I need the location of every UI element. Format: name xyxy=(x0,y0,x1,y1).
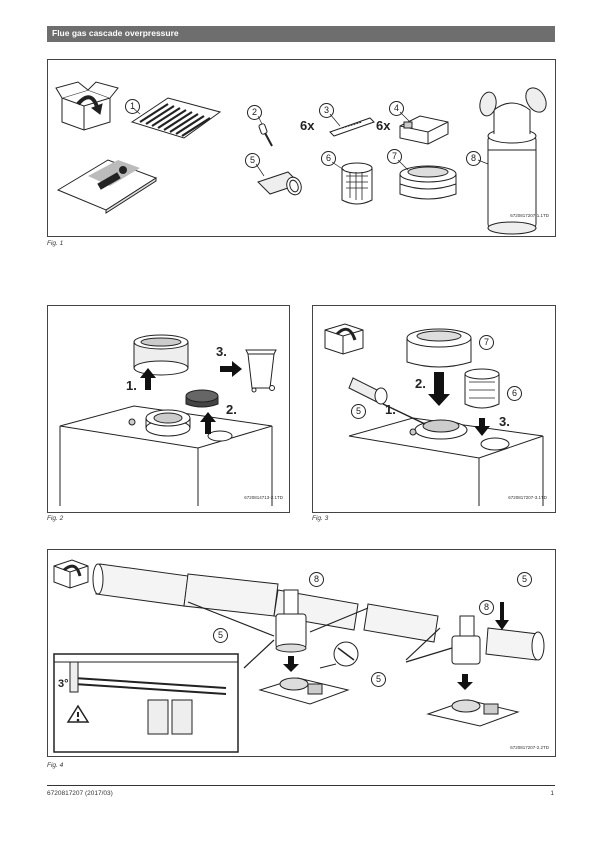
screw-icon xyxy=(258,123,273,147)
step-2: 2. xyxy=(415,376,426,391)
filter-part xyxy=(464,368,500,409)
step-1: 1. xyxy=(126,378,137,393)
figure-3-panel: 2. 1. 3. 7 6 5 6720817207-3.1TD xyxy=(312,305,556,513)
base-right xyxy=(426,699,520,727)
figure-3-caption: Fig. 3 xyxy=(312,515,329,522)
sleeve-part xyxy=(348,377,388,405)
callout-5: 5 xyxy=(351,404,366,419)
figure-2-illustration xyxy=(59,334,277,506)
callout-6: 6 xyxy=(321,151,336,166)
base-left xyxy=(258,677,350,705)
clip-block-icon xyxy=(399,115,449,145)
figure-4-caption: Fig. 4 xyxy=(47,762,64,769)
callout-1: 1 xyxy=(125,99,140,114)
figure-1-panel: 1 2 3 4 5 6 7 8 6x 6x 6720817207-1.1TD xyxy=(47,59,556,237)
figure-1-caption: Fig. 1 xyxy=(47,240,64,247)
figure-4-panel: 8 5 8 5 5 3° 6720817207-2.2TD xyxy=(47,549,556,757)
callout-5: 5 xyxy=(245,153,260,168)
callout-7: 7 xyxy=(479,335,494,350)
figure-3-illustration xyxy=(324,323,544,506)
callout-7: 7 xyxy=(387,149,402,164)
manual-icon xyxy=(56,159,158,214)
package-icon xyxy=(324,323,364,355)
cap-part xyxy=(406,328,472,368)
figure-2-caption: Fig. 2 xyxy=(47,515,64,522)
step-2: 2. xyxy=(226,402,237,417)
figure-code: 6720817207-3.1TD xyxy=(508,495,547,500)
callout-5-right: 5 xyxy=(517,572,532,587)
pipe-elbow-icon xyxy=(479,87,547,235)
pipe-run xyxy=(92,563,545,661)
step-3: 3. xyxy=(216,344,227,359)
page-number: 1 xyxy=(550,790,554,797)
sealing-strip-icon xyxy=(329,117,375,137)
footer-divider xyxy=(47,785,555,786)
callout-8-left: 8 xyxy=(309,572,324,587)
magnifier xyxy=(319,641,359,669)
callout-8-right: 8 xyxy=(479,600,494,615)
document-number: 6720817207 (2017/03) xyxy=(47,790,113,797)
step-3: 3. xyxy=(499,414,510,429)
figure-4-illustration xyxy=(53,559,545,753)
sleeve-icon xyxy=(257,171,302,196)
tee-left xyxy=(275,589,307,653)
package-icon xyxy=(55,81,119,131)
filter-cartridge-icon xyxy=(341,162,373,205)
cap-icon xyxy=(399,165,457,200)
cap-disc xyxy=(185,389,219,408)
callout-5-lower: 5 xyxy=(371,672,386,687)
label-sheet-icon xyxy=(130,97,222,139)
callout-6: 6 xyxy=(507,386,522,401)
figure-code: 6720814713-2.1TD xyxy=(244,495,283,500)
callout-4: 4 xyxy=(389,101,404,116)
tee-right xyxy=(451,615,481,665)
figure-1-illustration xyxy=(55,81,547,235)
package-icon xyxy=(53,559,89,589)
callout-3: 3 xyxy=(319,103,334,118)
boiler-top xyxy=(59,405,273,506)
bin-icon xyxy=(245,349,277,393)
ring-adapter xyxy=(133,334,189,376)
callout-8: 8 xyxy=(466,151,481,166)
figure-2-panel: 1. 2. 3. 6720814713-2.1TD xyxy=(47,305,290,513)
quantity-label-3: 6x xyxy=(300,118,315,133)
figure-code: 6720817207-1.1TD xyxy=(510,213,549,218)
figure-code: 6720817207-2.2TD xyxy=(510,745,549,750)
section-header: Flue gas cascade overpressure xyxy=(47,26,555,42)
callout-5-left: 5 xyxy=(213,628,228,643)
quantity-label-4: 6x xyxy=(376,118,391,133)
slope-angle: 3° xyxy=(58,678,69,690)
callout-2: 2 xyxy=(247,105,262,120)
step-1: 1. xyxy=(385,402,396,417)
detail-inset xyxy=(53,653,239,753)
boiler-top xyxy=(348,417,544,506)
section-title: Flue gas cascade overpressure xyxy=(52,28,179,38)
